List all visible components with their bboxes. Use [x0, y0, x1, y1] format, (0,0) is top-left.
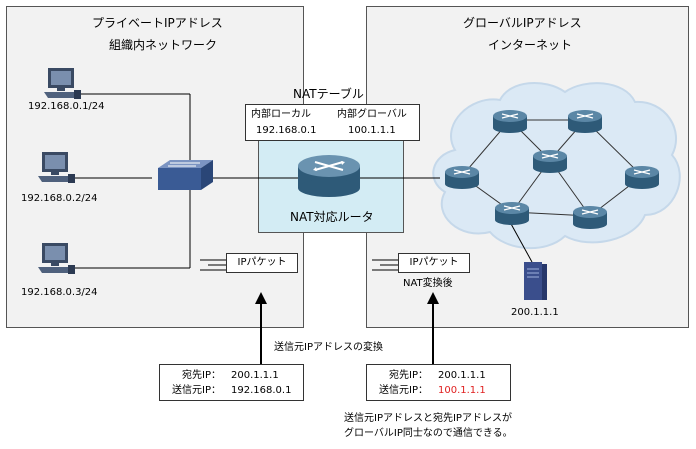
right-src-label: 送信元IP：	[379, 385, 428, 396]
packet-motion-lines	[200, 259, 398, 271]
nat-router-icon	[298, 155, 360, 197]
note-line-2: グローバルIP同士なので通信できる。	[344, 428, 513, 439]
conversion-label: 送信元IPアドレスの変換	[274, 342, 383, 353]
lan-wires	[72, 93, 533, 269]
cloud-router-icons	[445, 110, 659, 229]
left-dst-label: 宛先IP：	[182, 370, 221, 381]
router-icon	[625, 166, 659, 189]
nat-table: 内部ローカル 内部グローバル 192.168.0.1 100.1.1.1	[245, 104, 420, 141]
host-ip-label: 192.168.0.1/24	[28, 101, 105, 112]
router-label: NAT対応ルータ	[290, 210, 374, 224]
left-dst-value: 200.1.1.1	[231, 370, 279, 381]
right-address-box: 宛先IP： 200.1.1.1 送信元IP： 100.1.1.1	[366, 364, 511, 401]
pc-icon	[38, 152, 75, 183]
host-ip-label: 192.168.0.3/24	[21, 287, 98, 298]
router-icon	[495, 202, 529, 225]
global-area-title: グローバルIPアドレス	[463, 16, 582, 30]
router-icon	[493, 110, 527, 133]
left-src-label: 送信元IP：	[172, 385, 221, 396]
right-src-value-highlighted: 100.1.1.1	[438, 385, 486, 396]
nat-after-caption: NAT変換後	[403, 278, 453, 289]
global-area-subtitle: インターネット	[488, 38, 573, 52]
private-area-subtitle: 組織内ネットワーク	[109, 38, 218, 52]
nat-table-val-global: 100.1.1.1	[348, 125, 396, 136]
server-ip-label: 200.1.1.1	[511, 307, 559, 318]
left-src-value: 192.168.0.1	[231, 385, 292, 396]
router-icon	[573, 206, 607, 229]
nat-table-col-global: 内部グローバル	[337, 109, 407, 120]
pc-icon	[38, 243, 75, 274]
nat-table-title: NATテーブル	[293, 87, 364, 101]
private-area-title: プライベートIPアドレス	[92, 16, 223, 30]
server-icon	[524, 262, 547, 300]
router-icon	[568, 110, 602, 133]
right-dst-value: 200.1.1.1	[438, 370, 486, 381]
note-line-1: 送信元IPアドレスと宛先IPアドレスが	[344, 413, 512, 424]
left-address-box: 宛先IP： 200.1.1.1 送信元IP： 192.168.0.1	[159, 364, 304, 401]
host-ip-label: 192.168.0.2/24	[21, 193, 98, 204]
arrows	[255, 292, 439, 364]
ip-packet-right: IPパケット	[398, 253, 470, 273]
router-icon	[445, 166, 479, 189]
ip-packet-left: IPパケット	[226, 253, 298, 273]
router-icon	[533, 150, 567, 173]
nat-table-col-local: 内部ローカル	[251, 109, 311, 120]
switch-icon	[158, 160, 213, 190]
right-dst-label: 宛先IP：	[389, 370, 428, 381]
pc-icon	[44, 68, 81, 99]
nat-table-val-local: 192.168.0.1	[256, 125, 317, 136]
